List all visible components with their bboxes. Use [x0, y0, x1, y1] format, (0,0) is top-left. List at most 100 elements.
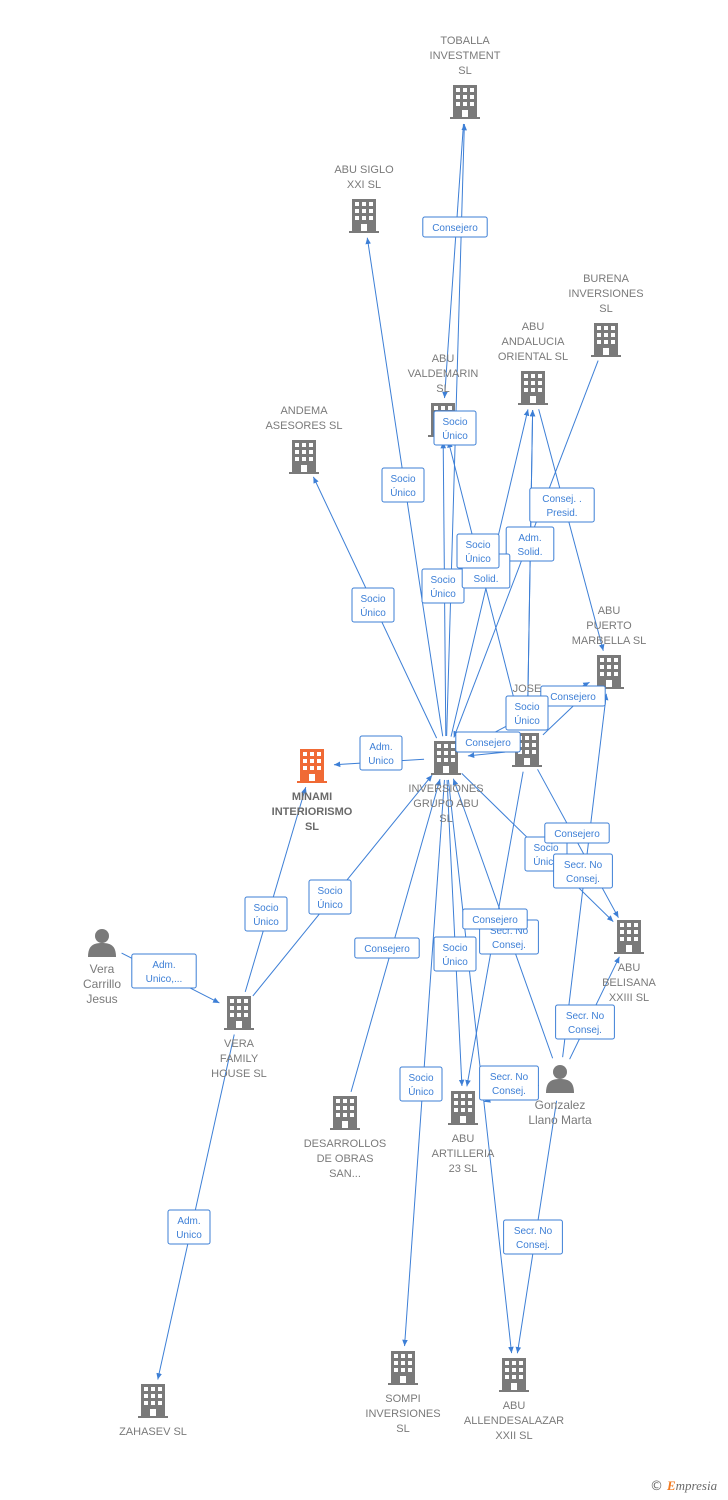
- node-label: BURENA: [583, 273, 630, 285]
- edge-label-10[interactable]: Consej. .Presid.: [529, 487, 595, 523]
- node-zahasev[interactable]: ZAHASEV SL: [119, 1384, 187, 1438]
- edge-label-text: Consejero: [554, 829, 600, 840]
- edge-label-text: Adm.: [518, 533, 541, 544]
- edge-label-15[interactable]: Consejero: [544, 822, 610, 844]
- edge-label-box: [381, 467, 425, 503]
- edge-label-text: Secr. No: [490, 926, 529, 937]
- building-icon: [448, 1091, 478, 1125]
- edge-label-box: [555, 1004, 615, 1040]
- edge-label-box: [308, 879, 352, 915]
- edge-label-text: Adm.: [152, 960, 175, 971]
- edge-label-box: [167, 1209, 211, 1245]
- edge-label-text: Socio: [317, 886, 342, 897]
- edge-label-21[interactable]: Consejero: [462, 908, 528, 930]
- node-label: SAN...: [329, 1168, 361, 1180]
- building-icon: [349, 199, 379, 233]
- edge-label-box: [505, 695, 549, 731]
- edge-label-9[interactable]: Consejero: [455, 731, 521, 753]
- edge-toballa-to-abu_valdemarin: [442, 123, 464, 399]
- node-label: MARBELLA SL: [572, 635, 647, 647]
- edge-label-text: Secr. No: [564, 860, 603, 871]
- edge-label-text: Único: [390, 486, 416, 499]
- edge-label-text: Socio: [514, 702, 539, 713]
- edge-label-text: Consejero: [550, 692, 596, 703]
- node-label: HOUSE SL: [211, 1068, 267, 1080]
- edge-label-text: Único: [317, 898, 343, 911]
- node-label: ARTILLERIA: [432, 1148, 495, 1160]
- edge-label-box: [455, 731, 521, 753]
- building-icon: [594, 655, 624, 689]
- node-label: ASESORES SL: [265, 420, 342, 432]
- edge-label-text: Presid.: [546, 508, 577, 519]
- edge-label-text: Socio: [360, 594, 385, 605]
- edge-label-text: Único: [430, 587, 456, 600]
- empresia-logo[interactable]: ©Empresia: [650, 1478, 717, 1494]
- edge-label-29[interactable]: Adm.Unico: [167, 1209, 211, 1245]
- edge-label-box: [422, 216, 488, 238]
- node-label: FAMILY: [220, 1053, 259, 1065]
- edge-label-text: Socio: [442, 943, 467, 954]
- edge-label-7[interactable]: Adm.Solid.: [505, 526, 555, 562]
- edge-label-12[interactable]: Consejero: [540, 685, 606, 707]
- edge-label-box: [244, 896, 288, 932]
- edge-label-box: [399, 1066, 443, 1102]
- edge-label-6[interactable]: Adm.Unico: [359, 735, 403, 771]
- logo-e: E: [667, 1478, 676, 1493]
- building-icon: [499, 1358, 529, 1392]
- building-icon: [518, 371, 548, 405]
- edge-label-text: Socio: [253, 903, 278, 914]
- edge-label-text: Único: [408, 1085, 434, 1098]
- node-label: ABU: [522, 321, 545, 333]
- edge-label-box: [529, 487, 595, 523]
- node-label: Vera: [90, 962, 115, 976]
- edge-label-text: Socio: [430, 575, 455, 586]
- node-label: INVERSIONES: [365, 1408, 440, 1420]
- edge-label-25[interactable]: Consejero: [354, 937, 420, 959]
- building-icon: [224, 996, 254, 1030]
- edge-label-0[interactable]: Consejero: [422, 216, 488, 238]
- node-label: XXI SL: [347, 179, 381, 191]
- edge-label-box: [544, 822, 610, 844]
- edge-label-text: Socio: [408, 1073, 433, 1084]
- edge-label-text: Único: [360, 606, 386, 619]
- edge-label-28[interactable]: Adm.Unico,...: [131, 953, 197, 989]
- edge-grupo_abu-to-abu_artilleria: [446, 779, 465, 1087]
- building-icon: [450, 85, 480, 119]
- node-label: INTERIORISMO: [272, 806, 353, 818]
- node-label: ANDALUCIA: [502, 336, 566, 348]
- node-label: ABU: [503, 1400, 526, 1412]
- edge-label-box: [354, 937, 420, 959]
